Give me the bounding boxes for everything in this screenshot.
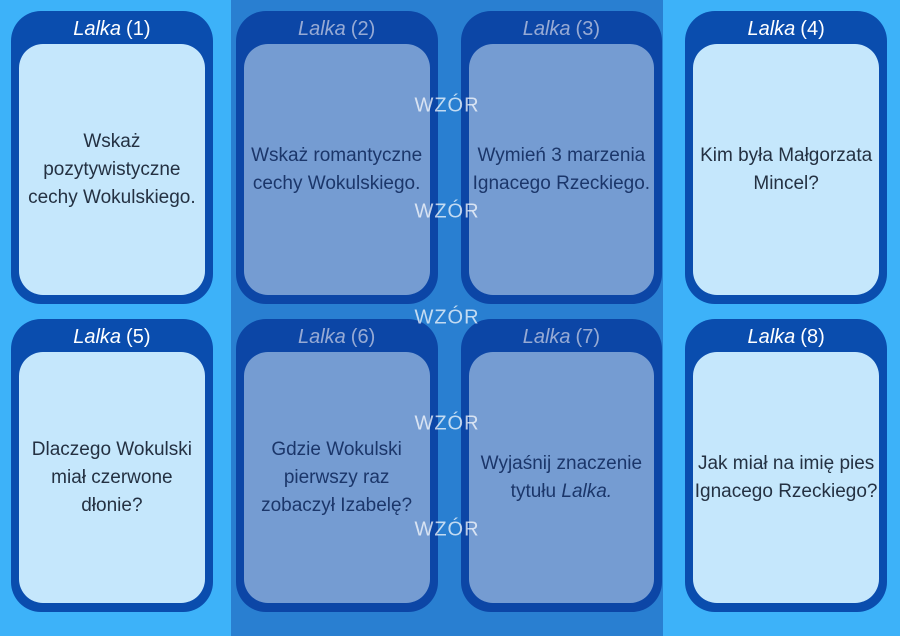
- card-title-number: (6): [350, 326, 376, 348]
- card-title-number: (1): [126, 18, 151, 40]
- question-line: zobaczył Izabelę?: [261, 494, 413, 516]
- question-line: cechy Wokulskiego.: [252, 172, 421, 194]
- card-title-word: Lalka: [297, 326, 346, 348]
- flashcard-5: Lalka (5) Dlaczego Wokulski miał czerwone…: [11, 319, 213, 612]
- question-line: pozytywistyczne: [43, 158, 181, 180]
- question-line: cechy Wokulskiego.: [28, 186, 196, 208]
- card-title-number: (8): [800, 326, 825, 348]
- card-title: Lalka (5): [19, 323, 205, 352]
- card-question: Wskaż pozytywistyczne cechy Wokulskiego.: [19, 44, 205, 295]
- card-title-number: (7): [575, 326, 600, 348]
- card-title: Lalka (7): [469, 323, 655, 352]
- question-line: Mincel?: [753, 172, 819, 194]
- card-title: Lalka (1): [19, 15, 205, 44]
- card-title-word: Lalka: [522, 326, 571, 348]
- card-title-word: Lalka: [73, 326, 122, 348]
- flashcard-1: Lalka (1) Wskaż pozytywistyczne cechy Woku…: [11, 11, 213, 304]
- question-line: Wskaż: [83, 130, 141, 152]
- question-line: dłonie?: [81, 494, 143, 516]
- card-title-word: Lalka: [747, 18, 796, 40]
- flashcard-7: Lalka (7) Wyjaśnij znaczenie tytułu Lalka…: [460, 319, 663, 612]
- question-line: Wyjaśnij znaczenie: [480, 452, 643, 474]
- question-line: miał czerwone: [51, 466, 173, 488]
- card-title-word: Lalka: [522, 18, 571, 40]
- flashcard-2: Lalka (2) Wskaż romantyczne cechy Wokulsk…: [235, 11, 438, 304]
- flashcard-6: Lalka (6) Gdzie Wokulski pierwszy raz zoba…: [235, 319, 438, 612]
- card-title: Lalka (2): [244, 15, 430, 44]
- card-question: Wyjaśnij znaczenie tytułu Lalka.: [468, 352, 655, 603]
- question-line: Jak miał na imię pies: [697, 452, 875, 474]
- question-line: Dlaczego Wokulski: [31, 438, 192, 460]
- card-title-word: Lalka: [297, 18, 346, 40]
- question-line: Kim była Małgorzata: [700, 144, 873, 166]
- card-title-word: Lalka: [73, 18, 122, 40]
- question-line: Wymień 3 marzenia: [477, 144, 646, 166]
- question-line: Wskaż romantyczne: [251, 144, 423, 166]
- card-title-word: Lalka: [747, 326, 796, 348]
- question-line: pierwszy raz: [283, 466, 390, 488]
- card-question: Dlaczego Wokulski miał czerwone dłonie?: [19, 352, 205, 603]
- card-title-number: (2): [350, 18, 376, 40]
- card-question: Wskaż romantyczne cechy Wokulskiego.: [243, 44, 430, 295]
- question-line: tytułu Lalka.: [510, 480, 613, 502]
- card-title: Lalka (3): [469, 15, 655, 44]
- question-line: Gdzie Wokulski: [271, 438, 402, 460]
- card-title-number: (4): [800, 18, 825, 40]
- question-line: Ignacego Rzeckiego?: [694, 480, 878, 502]
- card-title-number: (5): [126, 326, 151, 348]
- card-title: Lalka (4): [693, 15, 879, 44]
- question-line: Ignacego Rzeckiego.: [472, 172, 651, 194]
- card-question: Gdzie Wokulski pierwszy raz zobaczył Izabe…: [243, 352, 430, 603]
- card-title: Lalka (8): [693, 323, 879, 352]
- card-title: Lalka (6): [244, 323, 430, 352]
- card-title-number: (3): [575, 18, 600, 40]
